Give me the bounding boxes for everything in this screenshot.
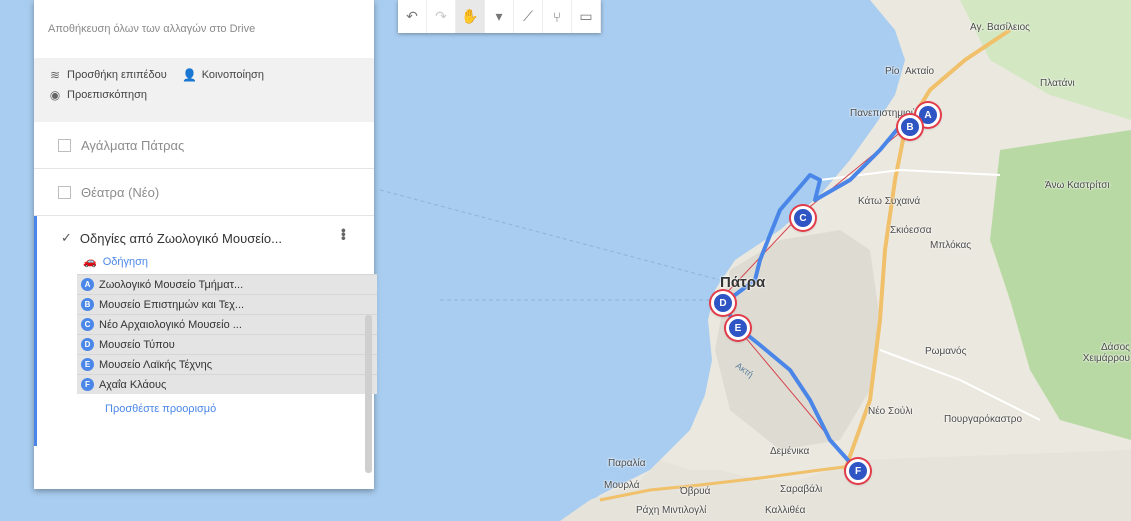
layer-item-theatres[interactable]: Θέατρα (Νέο) <box>34 169 374 216</box>
add-marker-icon[interactable]: ▾ <box>485 0 514 33</box>
pan-hand-icon[interactable]: ✋ <box>456 0 485 33</box>
preview-label: Προεπισκόπηση <box>67 89 147 101</box>
main-road <box>843 28 1012 471</box>
route-marker-f[interactable]: F <box>846 459 870 483</box>
place-label-ano-kastritsi: Άνω Καστρίτσι <box>1045 180 1110 191</box>
directions-title-row[interactable]: ✓ Οδηγίες από Ζωολογικό Μουσείο... <box>61 230 374 246</box>
stop-label: Μουσείο Επιστημών και Τεχ... <box>99 298 245 311</box>
checkbox-checked-icon[interactable]: ✓ <box>61 230 72 245</box>
stop-badge: C <box>81 318 94 331</box>
eye-icon: ◉ <box>49 88 61 102</box>
route-marker-e[interactable]: E <box>726 316 750 340</box>
ruler-icon[interactable]: ▭ <box>572 0 601 33</box>
stop-item[interactable]: E Μουσείο Λαϊκής Τέχνης <box>77 354 377 374</box>
layers-panel: Αποθήκευση όλων των αλλαγών στο Drive ≋ … <box>34 0 377 489</box>
place-label-panepistimioupoli: Πανεπιστημιούπολη <box>850 108 939 119</box>
layer-checkbox[interactable] <box>58 185 71 199</box>
map-toolbar: ↶ ↷ ✋ ▾ ⟋ ⑂ ▭ <box>398 0 601 33</box>
forest-area <box>990 130 1131 440</box>
stop-item[interactable]: C Νέο Αρχαιολογικό Μουσείο ... <box>77 314 377 334</box>
share-button[interactable]: 👤 Κοινοποίηση <box>182 68 264 82</box>
layer-label: Θέατρα (Νέο) <box>81 184 160 200</box>
travel-mode-label: Οδήγηση <box>102 255 149 268</box>
place-label-kallithea: Καλλιθέα <box>765 505 806 516</box>
stop-label: Ζωολογικό Μουσείο Τμήματ... <box>99 278 244 291</box>
panel-scrollbar[interactable] <box>365 315 372 473</box>
layer-label: Αγάλματα Πάτρας <box>81 137 185 153</box>
place-label-mourla: Μουρλά <box>604 480 640 491</box>
ferry-line <box>379 189 721 281</box>
place-label-demenika: Δεμένικα <box>770 446 810 457</box>
minor-road <box>879 349 1041 421</box>
directions-layer: ✓ Οδηγίες από Ζωολογικό Μουσείο... ••• 🚗… <box>34 216 377 446</box>
stop-item[interactable]: A Ζωολογικό Μουσείο Τμήματ... <box>77 274 377 294</box>
place-label-romanos: Ρωμανός <box>925 346 967 357</box>
add-layer-button[interactable]: ≋ Προσθήκη επιπέδου <box>48 68 167 82</box>
place-label-bloukas: Μπλόκας <box>930 240 972 251</box>
place-label-pourgarokastro: Πουργαρόκαστρο <box>944 414 1023 425</box>
save-status: Αποθήκευση όλων των αλλαγών στο Drive <box>48 23 256 35</box>
more-options-icon[interactable]: ••• <box>336 228 352 240</box>
place-label-rachi: Ράχη Μιντιλογλί <box>636 505 707 516</box>
forest-area-north <box>960 0 1131 120</box>
place-label-paralia: Παραλία <box>608 458 646 469</box>
car-icon: 🚗 <box>83 256 97 268</box>
coastal-road <box>599 463 861 502</box>
add-layer-label: Προσθήκη επιπέδου <box>67 69 167 81</box>
stop-label: Μουσείο Λαϊκής Τέχνης <box>99 358 213 371</box>
directions-title: Οδηγίες από Ζωολογικό Μουσείο... <box>79 230 282 246</box>
stop-item[interactable]: F Αχαΐα Κλάους <box>77 374 377 394</box>
stop-item[interactable]: D Μουσείο Τύπου <box>77 334 377 354</box>
add-destination-link[interactable]: Προσθέστε προορισμό <box>105 403 217 415</box>
route-marker-d[interactable]: D <box>711 291 735 315</box>
stop-badge: F <box>81 378 94 391</box>
land-south <box>560 450 1131 521</box>
directions-icon[interactable]: ⑂ <box>543 0 572 33</box>
route-marker-b[interactable]: B <box>898 115 922 139</box>
place-label-kato-souchaina: Κάτω Συχαινά <box>858 196 921 207</box>
route-marker-c[interactable]: C <box>791 206 815 230</box>
urban-area <box>715 230 880 450</box>
place-label-saravali: Σαραβάλι <box>780 484 823 495</box>
place-label-ag-vasileios: Αγ. Βασίλειος <box>970 22 1030 33</box>
route-line <box>720 110 921 470</box>
stop-label: Μουσείο Τύπου <box>99 338 175 351</box>
redo-icon[interactable]: ↷ <box>427 0 456 33</box>
layer-checkbox[interactable] <box>58 138 71 152</box>
undo-icon[interactable]: ↶ <box>398 0 427 33</box>
panel-actions: ≋ Προσθήκη επιπέδου 👤 Κοινοποίηση ◉ Προε… <box>34 58 374 122</box>
place-label-platani: Πλατάνι <box>1040 78 1075 89</box>
share-label: Κοινοποίηση <box>201 69 264 81</box>
stop-badge: E <box>81 358 94 371</box>
stop-badge: B <box>81 298 94 311</box>
stops-list: A Ζωολογικό Μουσείο Τμήματ... B Μουσείο Επ… <box>77 274 377 394</box>
stop-item[interactable]: B Μουσείο Επιστημών και Τεχ... <box>77 294 377 314</box>
draw-line-icon[interactable]: ⟋ <box>514 0 543 33</box>
stop-badge: A <box>81 278 94 291</box>
city-label-patra: Πάτρα <box>720 274 766 291</box>
place-label-neo-souli: Νέο Σούλι <box>868 406 913 417</box>
add-person-icon: 👤 <box>182 68 198 82</box>
place-label-skioessa: Σκιόεσσα <box>890 225 932 236</box>
stop-label: Νέο Αρχαιολογικό Μουσείο ... <box>99 318 242 331</box>
place-label-rio: Ρίο <box>885 66 900 77</box>
place-label-dasos: Δάσος Χειμάρρου <box>1082 342 1130 364</box>
stop-badge: D <box>81 338 94 351</box>
travel-mode-button[interactable]: 🚗 Οδήγηση <box>83 255 374 269</box>
place-label-obrya: Όβρυά <box>680 486 711 497</box>
stop-label: Αχαΐα Κλάους <box>99 378 167 391</box>
place-label-aktaio: Ακταίο <box>905 66 935 77</box>
layers-icon: ≋ <box>49 68 61 82</box>
preview-button[interactable]: ◉ Προεπισκόπηση <box>48 88 147 102</box>
layer-item-statues[interactable]: Αγάλματα Πάτρας <box>34 122 374 169</box>
